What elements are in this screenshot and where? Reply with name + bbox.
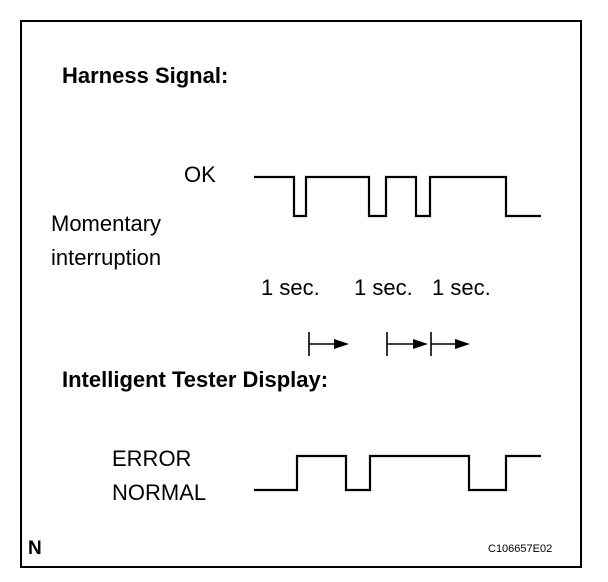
tester-waveform <box>254 454 541 492</box>
time-label-1: 1 sec. <box>261 275 320 300</box>
error-label: ERROR <box>112 446 192 471</box>
interruption-label: interruption <box>51 245 162 270</box>
time-label-2: 1 sec. <box>354 275 413 300</box>
figure-code: C106657E02 <box>488 543 553 555</box>
momentary-label: Momentary <box>51 211 162 236</box>
harness-signal-heading: Harness Signal: <box>62 63 229 88</box>
ok-label: OK <box>184 162 216 187</box>
timing-arrowhead-2 <box>413 339 428 349</box>
harness-waveform <box>254 175 541 218</box>
time-label-3: 1 sec. <box>432 275 491 300</box>
figure-frame <box>20 20 582 568</box>
tester-display-heading: Intelligent Tester Display: <box>62 367 329 392</box>
timing-arrowhead-3 <box>455 339 470 349</box>
timing-arrowhead-1 <box>334 339 349 349</box>
normal-label: NORMAL <box>112 480 207 505</box>
timing-markers <box>308 332 470 356</box>
corner-mark: N <box>28 538 42 559</box>
